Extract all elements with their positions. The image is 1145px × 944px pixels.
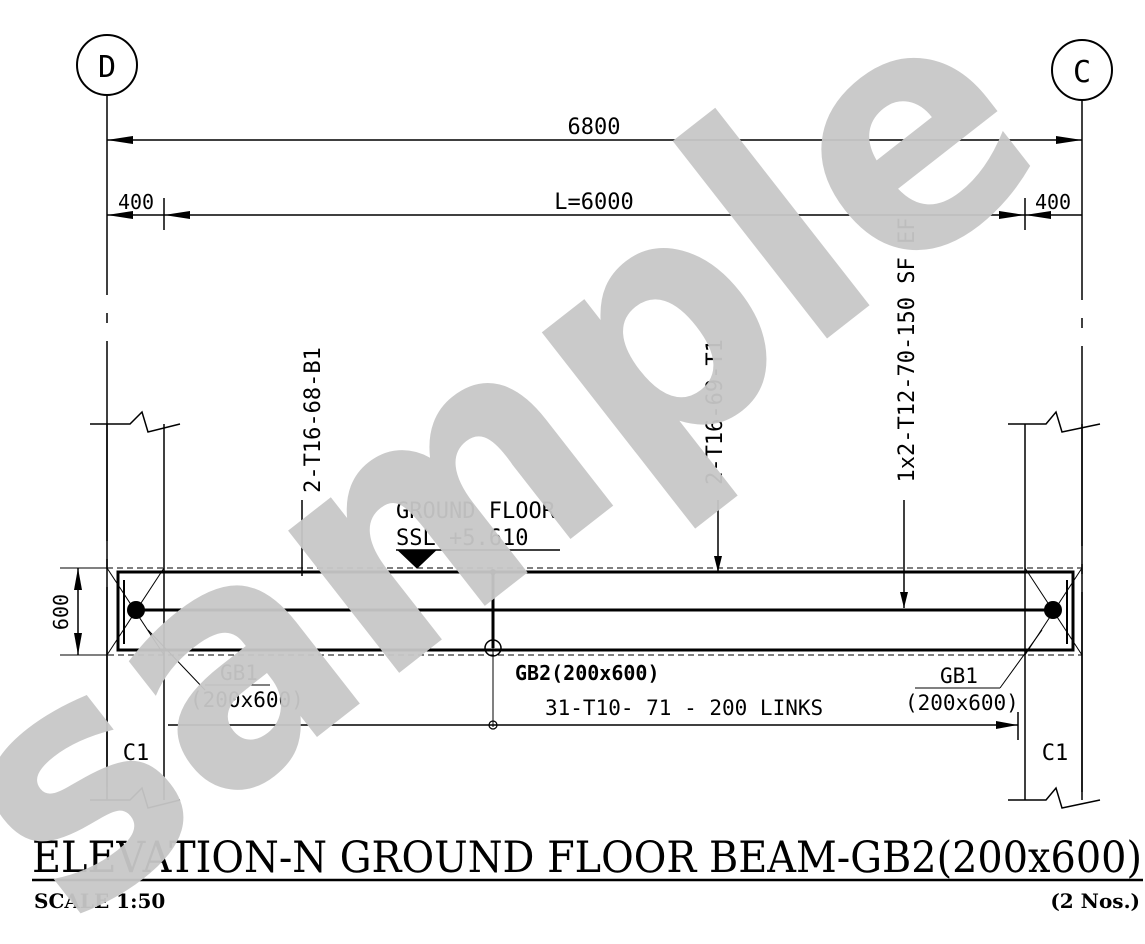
gb1-left-size: (200x600) (190, 688, 304, 712)
overall-dimension-label: 6800 (568, 115, 621, 140)
level-line-2: SSL +5.610 (396, 526, 528, 551)
gb1-right-callout: GB1 (200x600) (905, 629, 1043, 715)
bottom-bars-label: 2-T16-68-B1 (301, 347, 326, 493)
depth-dimension-label: 600 (49, 594, 73, 630)
right-support-dimension: 400 (1035, 190, 1071, 214)
left-support-dimension: 400 (118, 190, 154, 214)
column-left-label: C1 (123, 741, 150, 766)
mid-beam-label: GB2(200x600) (515, 661, 660, 685)
beam-gb2 (106, 567, 1083, 656)
drawing-quantity: (2 Nos.) (1050, 889, 1140, 913)
span-dimension-row: 400 L=6000 400 (107, 190, 1082, 230)
clear-span-dimension: L=6000 (554, 190, 633, 215)
grid-bubble-d: D (76, 34, 138, 96)
level-marker: GROUND FLOOR SSL +5.610 (396, 499, 560, 569)
gb1-right-label: GB1 (940, 664, 978, 688)
gb1-left-callout: GB1 (200x600) (147, 629, 304, 712)
grid-label-c: C (1073, 55, 1091, 90)
gb1-right-size: (200x600) (905, 691, 1019, 715)
bottom-bars-callout: 2-T16-68-B1 (301, 347, 326, 576)
level-line-1: GROUND FLOOR (396, 499, 556, 524)
gb1-left-label: GB1 (220, 661, 258, 685)
drawing-title-block: ELEVATION-N GROUND FLOOR BEAM-GB2(200x60… (32, 833, 1143, 913)
sample-watermark: sample (0, 0, 1103, 944)
drawing-scale: SCALE 1:50 (34, 889, 165, 913)
side-face-bars-callout: 1x2-T12-70-150 SF EF (895, 218, 920, 608)
links-label: 31-T10- 71 - 200 LINKS (545, 696, 823, 720)
column-right-label: C1 (1042, 741, 1069, 766)
grid-label-d: D (98, 50, 116, 85)
drawing-title: ELEVATION-N GROUND FLOOR BEAM-GB2(200x60… (32, 833, 1142, 883)
top-bars-label: 2-T16-69-T1 (703, 339, 728, 485)
depth-dimension: 600 (49, 567, 107, 656)
column-right: C1 (1008, 410, 1101, 809)
side-face-bars-label: 1x2-T12-70-150 SF EF (895, 218, 920, 483)
top-bars-callout: 2-T16-69-T1 (703, 339, 728, 572)
watermark-text: sample (0, 0, 1103, 944)
overall-dimension: 6800 (107, 115, 1082, 144)
grid-bubble-c: C (1051, 39, 1113, 101)
links-dimension: GB2(200x600) 31-T10- 71 - 200 LINKS (168, 639, 1019, 740)
